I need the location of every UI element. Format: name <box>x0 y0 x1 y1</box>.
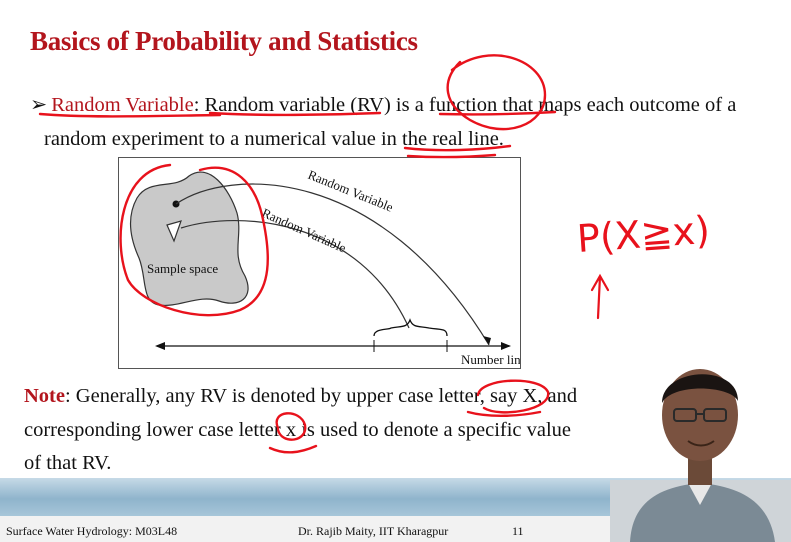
interval-brace <box>373 318 448 337</box>
footer-course: Surface Water Hydrology: M03L48 <box>6 524 178 538</box>
definition-sep: : <box>193 94 200 116</box>
number-line-left-arrow <box>155 342 165 350</box>
definition-text-2: random experiment to a numerical value i… <box>44 128 504 150</box>
definition-line-1: ➢Random Variable: Random variable (RV) i… <box>30 88 770 122</box>
note-label: Note <box>24 385 65 407</box>
definition-bullet: ➢Random Variable: Random variable (RV) i… <box>30 88 770 156</box>
presenter-video-icon <box>610 369 791 542</box>
rv-arrowhead-1 <box>483 336 491 345</box>
note-line-2: corresponding lower case letter x is use… <box>24 418 572 441</box>
diagram-svg: Sample space Random Variable Random Vari… <box>129 167 520 367</box>
definition-term: Random Variable <box>51 94 194 116</box>
note-line-3: of that RV. <box>24 452 112 474</box>
note-line-1: Note: Generally, any RV is denoted by up… <box>24 380 624 414</box>
random-variable-diagram: Sample space Random Variable Random Vari… <box>118 157 521 369</box>
note-text-1: : Generally, any RV is denoted by upper … <box>64 385 578 407</box>
number-line-label: Number line <box>461 352 520 367</box>
footer-page-number: 11 <box>512 524 524 538</box>
handwritten-formula: P(X≧x) <box>576 208 712 261</box>
definition-text-1: Random variable (RV) is a function that … <box>204 94 737 116</box>
rv-label-2: Random Variable <box>260 205 349 256</box>
number-line-right-arrow <box>501 342 511 350</box>
bullet-arrow-icon: ➢ <box>30 94 48 116</box>
slide-title: Basics of Probability and Statistics <box>30 26 418 56</box>
handwritten-arrow <box>590 273 610 320</box>
sample-space-label: Sample space <box>147 261 218 276</box>
note-paragraph: Note: Generally, any RV is denoted by up… <box>24 380 624 481</box>
rv-label-1: Random Variable <box>306 167 396 215</box>
footer-author: Dr. Rajib Maity, IIT Kharagpur <box>298 524 449 538</box>
sample-space-shape <box>129 171 249 307</box>
